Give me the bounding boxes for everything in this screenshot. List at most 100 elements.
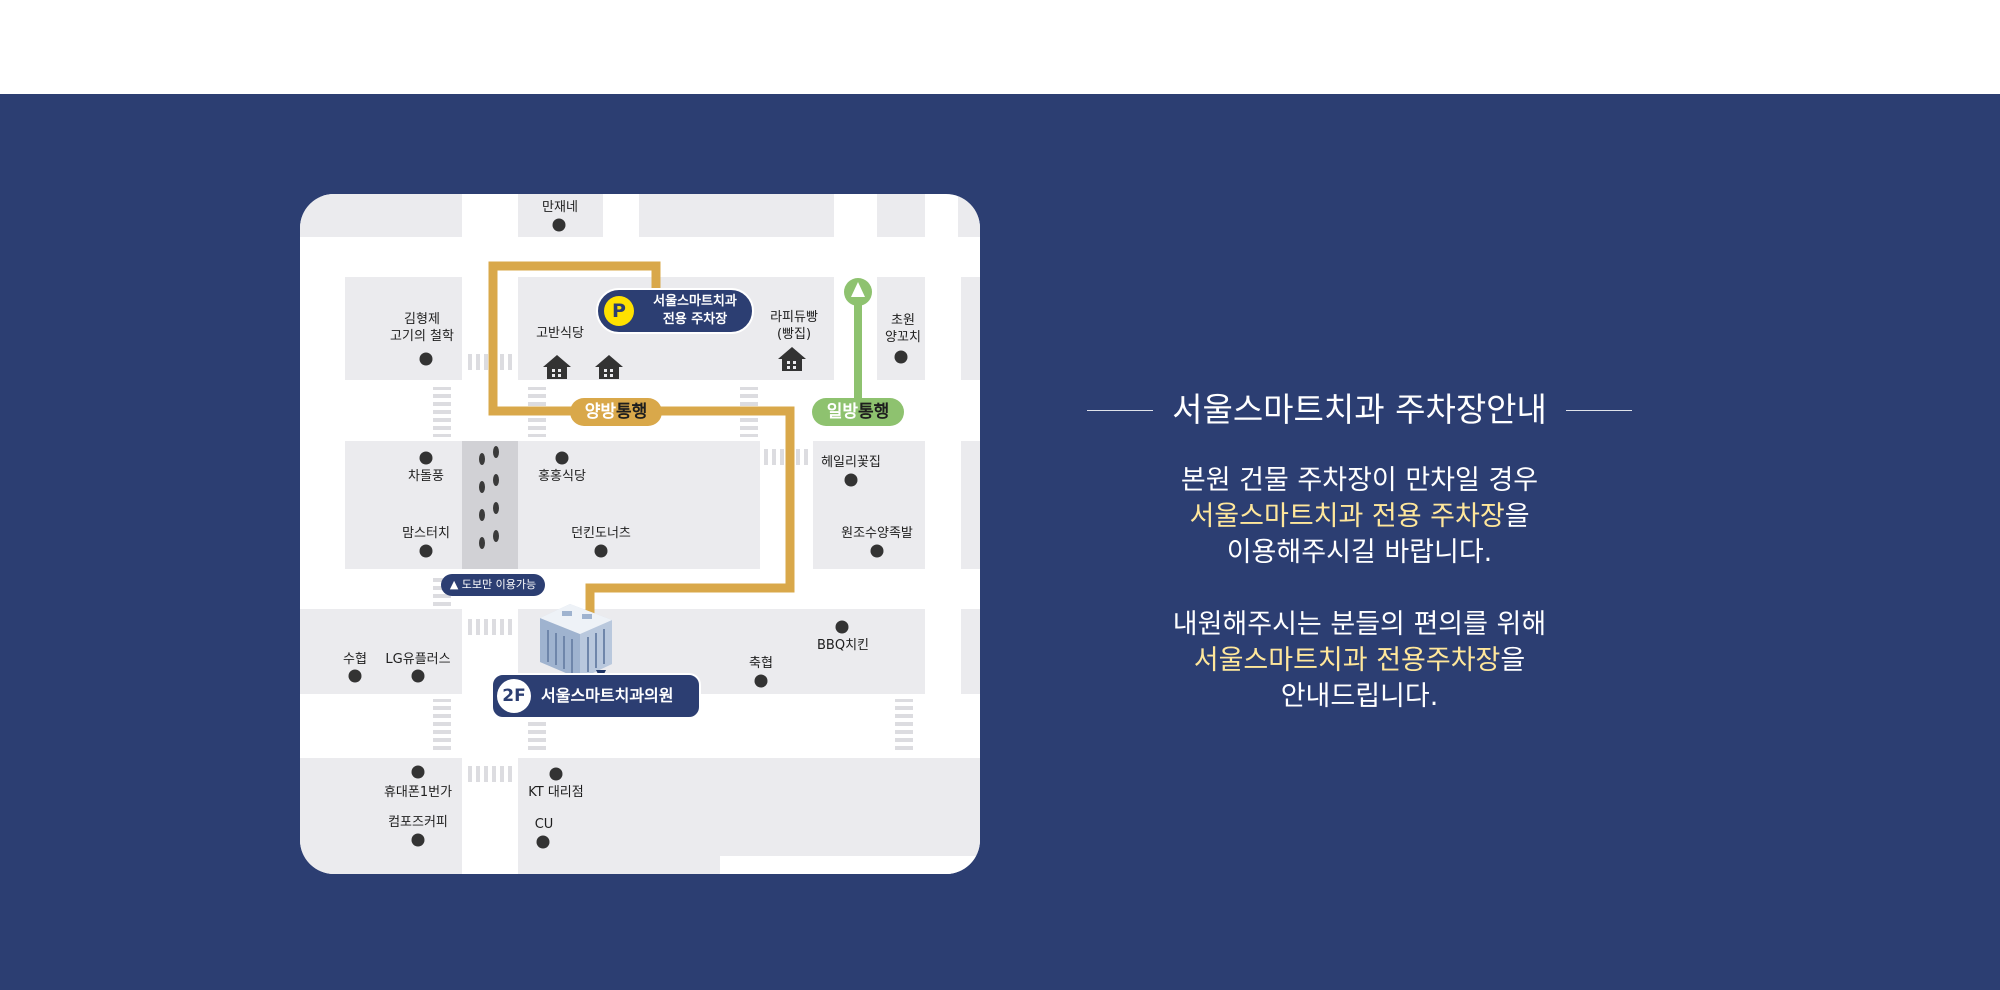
house-icon [543, 355, 571, 379]
place-dot [348, 669, 362, 683]
title-rule-left [1087, 410, 1153, 411]
place-dot [552, 218, 566, 232]
para1-line3: 이용해주시길 바랍니다. [1226, 537, 1493, 568]
place-momstouch: 맘스터치 [402, 526, 450, 541]
two-way-tag-b: 통행 [616, 402, 648, 422]
one-way-tag-b: 통행 [858, 402, 890, 422]
crosswalk-9 [895, 699, 913, 754]
para1-highlight: 서울스마트치과 전용 주차장 [1189, 501, 1505, 532]
para2-line1: 내원해주시는 분들의 편의를 위해 [1172, 609, 1547, 640]
block-phone [300, 758, 462, 874]
place-cu: CU [534, 817, 554, 832]
place-dot [411, 833, 425, 847]
block-suhyup [300, 609, 462, 694]
place-kimhyungje-1: 김형제 [404, 312, 440, 327]
block-top-right-2 [877, 194, 925, 237]
place-chowon-2: 양꼬치 [885, 330, 921, 345]
place-heillikkotjip: 헤일리꽃집 [821, 455, 881, 470]
title-rule-right [1566, 410, 1632, 411]
place-manjaene: 만재네 [542, 200, 578, 215]
place-suhyup: 수협 [343, 652, 367, 667]
block-chadolpung [345, 441, 462, 569]
two-way-tag-a: 양방 [584, 402, 616, 422]
place-dot [411, 765, 425, 779]
block-edge-2 [961, 277, 980, 380]
clinic-floor-icon: 2F [497, 679, 531, 713]
crosswalk-6 [465, 619, 513, 635]
place-dot [594, 544, 608, 558]
block-edge-3 [961, 441, 980, 569]
page-title: 서울스마트치과 주차장안내 [1172, 390, 1547, 429]
clinic-badge: 2F 서울스마트치과의원 [491, 673, 701, 719]
para1-line2-rest: 을 [1504, 501, 1530, 532]
parking-badge: P 서울스마트치과 전용 주차장 [596, 288, 754, 334]
place-dot [870, 544, 884, 558]
one-way-tag: 일방통행 [812, 398, 904, 426]
place-chukhyup: 축협 [749, 656, 773, 671]
para2-line3: 안내드립니다. [1280, 681, 1439, 712]
place-rapidubbang-1: 라피듀빵 [770, 310, 818, 325]
place-dunkin: 던킨도너츠 [571, 526, 631, 541]
house-icon [778, 347, 806, 371]
place-dot [835, 620, 849, 634]
one-way-arrow-head [851, 282, 865, 297]
road-bottom-notch-cap [680, 856, 720, 874]
place-goban: 고반식당 [536, 326, 584, 341]
place-bbq: BBQ치킨 [817, 638, 869, 653]
para1-line2: 서울스마트치과 전용 주차장을 [1087, 499, 1632, 535]
place-lgu: LG유플러스 [385, 652, 451, 667]
place-dot [419, 451, 433, 465]
place-rapidubbang: 라피듀빵 (빵집) [770, 309, 818, 343]
place-dot [844, 473, 858, 487]
place-dot [894, 350, 908, 364]
place-compose: 컴포즈커피 [388, 815, 448, 830]
block-heilli [813, 441, 925, 569]
two-way-tag: 양방통행 [570, 398, 662, 426]
block-top-left [300, 194, 462, 237]
place-kimhyungje: 김형제 고기의 철학 [390, 311, 454, 345]
block-top-edge [958, 194, 980, 237]
crosswalk-10 [465, 766, 513, 782]
info-paragraph-2: 내원해주시는 분들의 편의를 위해 서울스마트치과 전용주차장을 안내드립니다. [1087, 607, 1632, 715]
walk-only-tag: ▲ 도보만 이용가능 [441, 574, 545, 596]
place-kt: KT 대리점 [528, 785, 584, 800]
crosswalk-2 [433, 387, 451, 437]
footprints-icon [479, 446, 499, 549]
info-title-row: 서울스마트치과 주차장안내 [1087, 390, 1632, 430]
place-honghong: 홍홍식당 [538, 469, 586, 484]
para2-highlight: 서울스마트치과 전용주차장 [1193, 645, 1501, 676]
place-dot [411, 669, 425, 683]
place-chowon: 초원 양꼬치 [885, 312, 921, 346]
place-dot [754, 674, 768, 688]
parking-label: 서울스마트치과 전용 주차장 [638, 293, 752, 329]
house-icon [595, 355, 623, 379]
place-chowon-1: 초원 [891, 313, 915, 328]
location-map: P 서울스마트치과 전용 주차장 양방통행 일방통행 ▲ 도보만 이용가능 2F… [300, 194, 980, 874]
parking-label-line2: 전용 주차장 [662, 312, 728, 327]
para2-line2-rest: 을 [1500, 645, 1526, 676]
one-way-tag-a: 일방 [826, 402, 858, 422]
place-rapidubbang-2: (빵집) [776, 327, 812, 342]
place-dot [419, 352, 433, 366]
place-chadolpung: 차돌풍 [408, 469, 444, 484]
place-phone: 휴대폰1번가 [383, 785, 453, 800]
place-dot [549, 767, 563, 781]
block-kimhyungje [345, 277, 462, 380]
block-footpath [462, 441, 518, 569]
road-bottom-notch [700, 856, 980, 874]
place-dot [536, 835, 550, 849]
para2-line2: 서울스마트치과 전용주차장을 [1087, 643, 1632, 679]
clinic-name: 서울스마트치과의원 [541, 686, 674, 705]
clinic-building-icon [540, 604, 612, 680]
parking-icon: P [604, 296, 634, 326]
block-top-right [639, 194, 834, 237]
place-dot [555, 451, 569, 465]
para1-line1: 본원 건물 주차장이 만차일 경우 [1180, 465, 1539, 496]
place-wonjo: 원조수양족발 [841, 526, 913, 541]
place-kimhyungje-2: 고기의 철학 [390, 329, 454, 344]
place-dot [419, 544, 433, 558]
info-paragraph-1: 본원 건물 주차장이 만차일 경우 서울스마트치과 전용 주차장을 이용해주시길… [1087, 463, 1632, 571]
parking-label-line1: 서울스마트치과 [653, 294, 737, 309]
block-kt [518, 758, 980, 874]
crosswalk-7 [433, 699, 451, 754]
